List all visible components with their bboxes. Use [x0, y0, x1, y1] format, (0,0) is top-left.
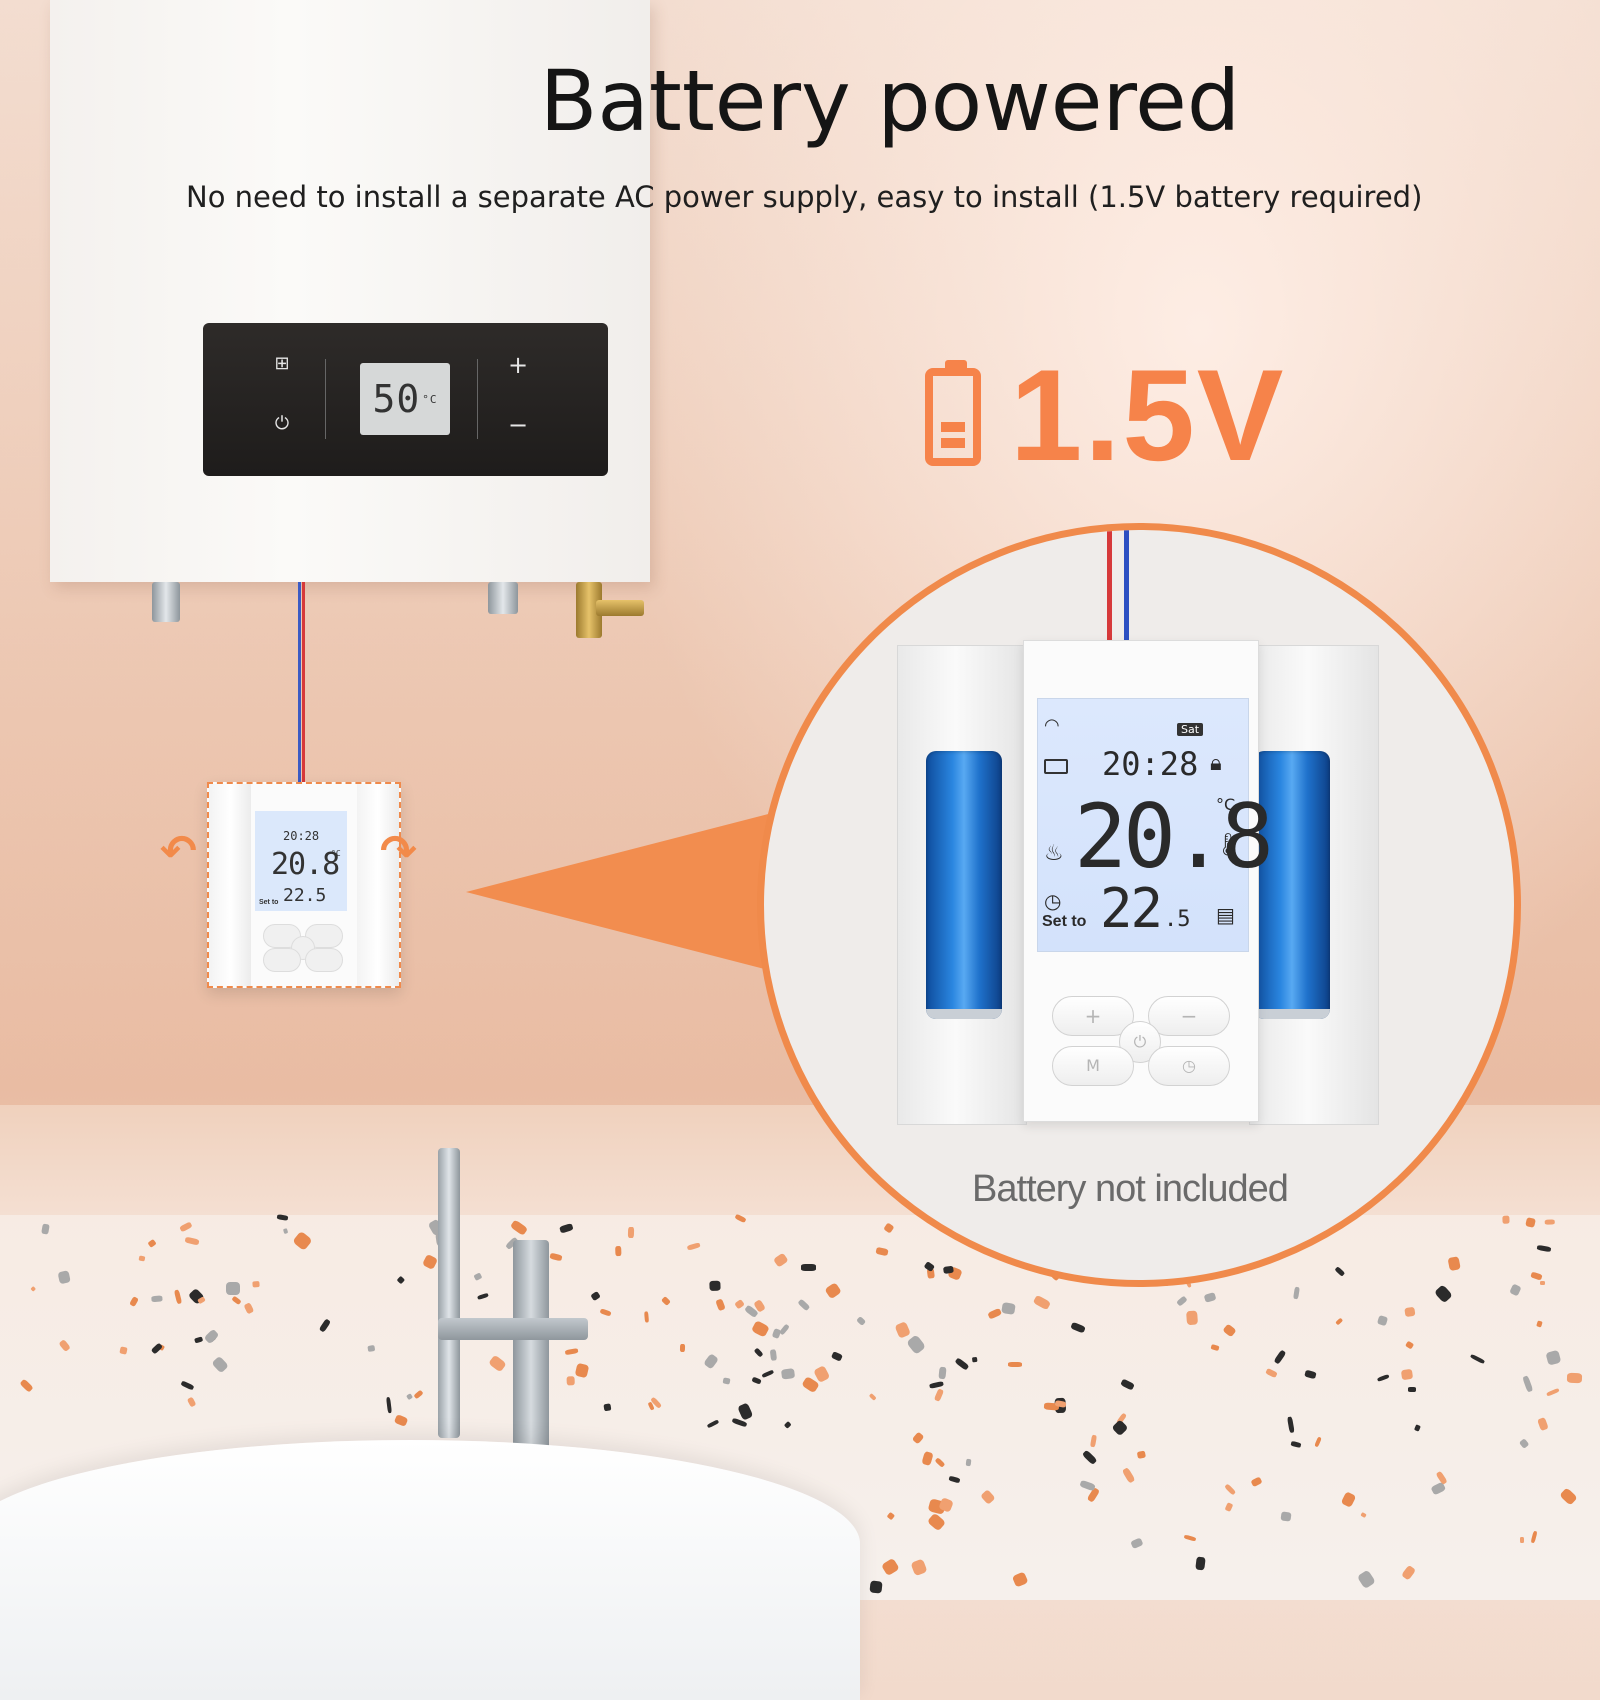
- plus-icon: +: [507, 351, 529, 379]
- water-heater: ⊞ ⏻ 50°C + −: [50, 0, 650, 582]
- small-unit: °C: [331, 849, 341, 858]
- set-to-label: Set to: [1042, 913, 1087, 930]
- terrazzo-speck: [614, 1246, 622, 1257]
- wire-red: [1107, 530, 1112, 645]
- small-setpoint: 22.5: [283, 885, 327, 906]
- clock-button: ◷: [1148, 1046, 1230, 1086]
- terrazzo-speck: [708, 1280, 721, 1292]
- minus-icon: −: [507, 411, 529, 439]
- shower-pole: [438, 1148, 460, 1438]
- lock-icon: 🔒︎: [1210, 751, 1222, 776]
- wifi-icon: ◠: [1044, 715, 1060, 736]
- battery-cell-left: [926, 751, 1002, 1019]
- terrazzo-speck: [971, 1357, 978, 1363]
- heater-unit: °C: [422, 392, 438, 406]
- terrazzo-speck: [226, 1281, 240, 1296]
- terrazzo-speck: [722, 1376, 731, 1385]
- wire-red: [302, 582, 305, 782]
- terrazzo-speck: [138, 1254, 146, 1261]
- thermostat-front-panel: ◠ Sat 20:28 🔒︎ 20.8 °C ♨ 🌡︎ ◷ Set to 22 …: [1023, 640, 1274, 1122]
- power-icon: ⏻: [274, 413, 290, 434]
- terrazzo-speck: [1566, 1372, 1583, 1384]
- battery-compartment-left: [897, 645, 1027, 1125]
- heater-pipe: [488, 582, 518, 614]
- faucet-body: [513, 1240, 549, 1450]
- lcd-setpoint-decimal: .5: [1164, 907, 1191, 932]
- small-temperature: 20.8: [271, 847, 340, 882]
- terrazzo-speck: [1502, 1215, 1510, 1224]
- wire-blue: [1124, 530, 1129, 645]
- heater-pipe: [152, 582, 180, 622]
- faucet-arm: [438, 1318, 588, 1340]
- day-badge: Sat: [1177, 723, 1204, 736]
- flame-icon: ♨: [1044, 841, 1064, 866]
- thermostat-open-view: ◠ Sat 20:28 🔒︎ 20.8 °C ♨ 🌡︎ ◷ Set to 22 …: [897, 640, 1379, 1125]
- heating-mode-icon: ▤: [1216, 903, 1235, 927]
- small-thermostat: 20:28 20.8 °C Set to 22.5: [207, 782, 401, 988]
- voltage-label: 1.5V: [1010, 342, 1286, 488]
- terrazzo-speck: [628, 1226, 635, 1239]
- terrazzo-speck: [1544, 1219, 1556, 1225]
- terrazzo-speck: [151, 1295, 163, 1302]
- small-set-label: Set to: [259, 899, 279, 906]
- battery-icon: [925, 360, 981, 466]
- terrazzo-speck: [566, 1376, 575, 1387]
- bathtub: [0, 1440, 860, 1700]
- terrazzo-speck: [800, 1264, 816, 1271]
- terrazzo-speck: [780, 1367, 795, 1379]
- terrazzo-speck: [1001, 1301, 1017, 1315]
- terrazzo-speck: [1185, 1310, 1198, 1325]
- heater-control-panel: ⊞ ⏻ 50°C + −: [203, 323, 608, 476]
- battery-cell-right: [1254, 751, 1330, 1019]
- small-clock-button: [305, 948, 343, 972]
- title-text: Battery powered: [539, 52, 1241, 150]
- battery-compartment-right: [1249, 645, 1379, 1125]
- lcd-setpoint-whole: 22: [1100, 877, 1163, 940]
- terrazzo-speck: [603, 1403, 612, 1412]
- heater-lcd: 50°C: [360, 363, 450, 435]
- heater-temperature: 50: [372, 377, 421, 421]
- open-arrow-left-icon: ↶: [160, 826, 197, 877]
- plus-button: +: [1052, 996, 1134, 1036]
- terrazzo-speck: [1400, 1368, 1414, 1381]
- mode-icon: ⊞: [274, 353, 290, 374]
- terrazzo-speck: [643, 1311, 649, 1323]
- small-time: 20:28: [283, 829, 320, 843]
- terrazzo-speck: [869, 1580, 883, 1595]
- thermostat-lcd: ◠ Sat 20:28 🔒︎ 20.8 °C ♨ 🌡︎ ◷ Set to 22 …: [1037, 698, 1274, 952]
- terrazzo-speck: [1280, 1511, 1292, 1522]
- zoom-circle: ◠ Sat 20:28 🔒︎ 20.8 °C ♨ 🌡︎ ◷ Set to 22 …: [757, 523, 1521, 1287]
- small-thermostat-lcd: 20:28 20.8 °C Set to 22.5: [255, 811, 347, 911]
- terrazzo-speck: [1519, 1537, 1524, 1544]
- thermostat-side-cover: [209, 784, 251, 986]
- battery-icon-bar: [941, 438, 965, 448]
- page-title: Battery powered: [0, 52, 1600, 150]
- panel-divider: [477, 359, 478, 439]
- terrazzo-speck: [1407, 1387, 1417, 1393]
- gas-valve-handle: [596, 600, 644, 616]
- battery-level-icon: [1044, 759, 1068, 774]
- page-subtitle: No need to install a separate AC power s…: [186, 180, 1423, 214]
- thermometer-icon: 🌡︎: [1214, 833, 1242, 858]
- lcd-time: 20:28: [1102, 745, 1199, 783]
- wire-blue: [298, 582, 301, 782]
- battery-icon-bar: [941, 422, 965, 432]
- terrazzo-speck: [252, 1280, 260, 1288]
- terrazzo-speck: [1403, 1306, 1416, 1318]
- minus-button: −: [1148, 996, 1230, 1036]
- small-mode-button: [263, 948, 301, 972]
- terrazzo-speck: [1008, 1361, 1023, 1367]
- lcd-unit: °C: [1216, 795, 1236, 814]
- mode-button: M: [1052, 1046, 1134, 1086]
- disclaimer-text: Battery not included: [972, 1168, 1289, 1210]
- terrazzo-speck: [119, 1345, 128, 1355]
- open-arrow-right-icon: ↷: [380, 826, 417, 877]
- zoom-callout-pointer: [466, 812, 776, 972]
- panel-divider: [325, 359, 326, 439]
- clock-icon: ◷: [1044, 889, 1062, 913]
- battery-disclaimer: Battery not included: [0, 1168, 1600, 1211]
- thermostat-side-cover: [357, 784, 399, 986]
- lcd-temperature: 20.8: [1074, 785, 1274, 888]
